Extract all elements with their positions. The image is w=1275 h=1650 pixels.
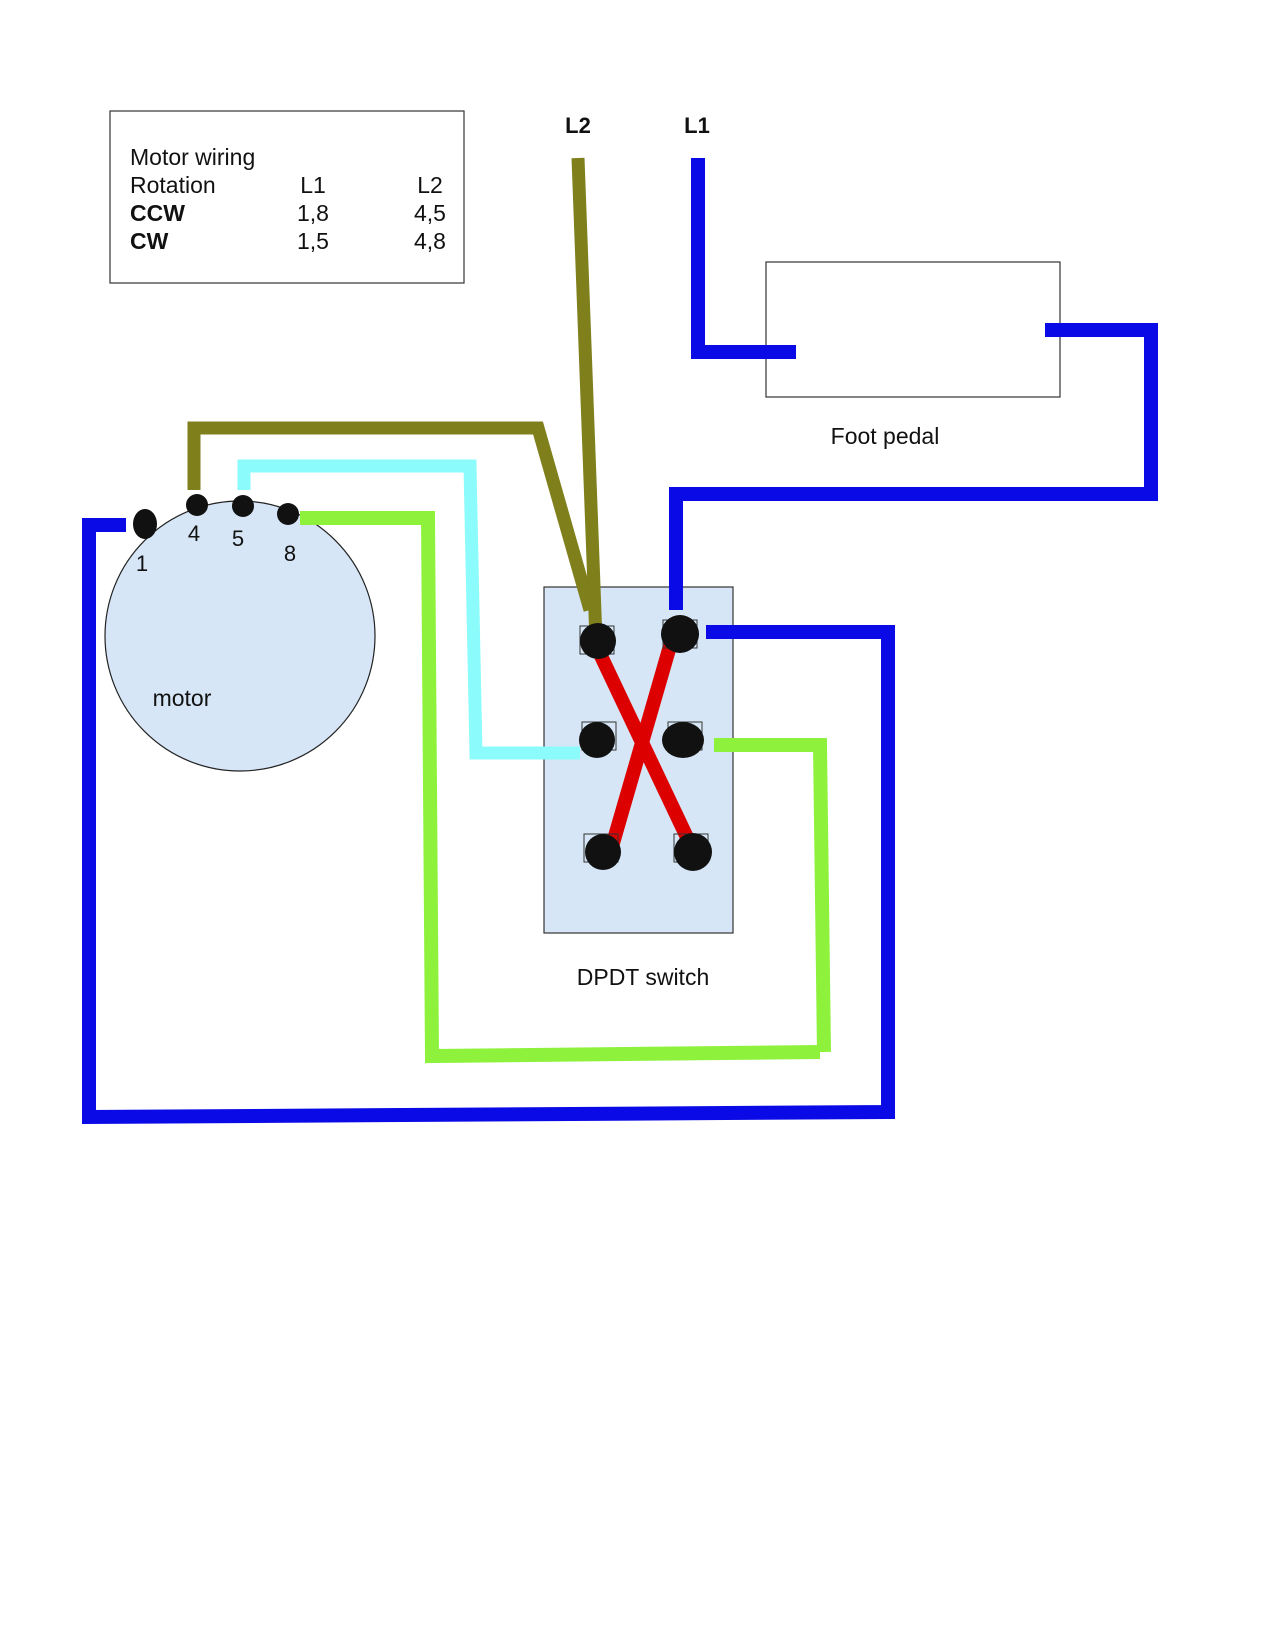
wire-l1-to-pedal [691, 158, 796, 359]
motor-terminals: 1 4 5 8 [133, 494, 299, 576]
motor-terminal-4 [186, 494, 208, 516]
legend-header-rotation: Rotation [130, 172, 216, 198]
foot-pedal-label: Foot pedal [831, 423, 940, 449]
supply-l2-label: L2 [565, 113, 591, 138]
crossover-wire-a [594, 653, 700, 853]
switch-terminals [579, 615, 712, 871]
legend-header-l2: L2 [417, 172, 443, 198]
wire-l2-to-switch [571, 157, 603, 641]
switch-terminal-top-left [580, 623, 616, 659]
switch-terminal-bottom-right [674, 833, 712, 871]
motor-label: motor [153, 685, 212, 711]
motor-terminal-label-4: 4 [188, 521, 200, 546]
switch-terminal-mid-left [579, 722, 615, 758]
motor-terminal-8 [277, 503, 299, 525]
legend-title: Motor wiring [130, 144, 255, 170]
crossover-wire-b [604, 644, 677, 852]
foot-pedal-box [765, 261, 1061, 398]
legend-header-l1: L1 [300, 172, 326, 198]
wire-terminal-4-to-switch [187, 421, 597, 612]
legend-row-cw-l2: 4,8 [414, 228, 446, 254]
wire-pedal-to-switch [669, 323, 1158, 610]
switch-terminal-bottom-left [585, 834, 621, 870]
motor-terminal-label-1: 1 [136, 551, 148, 576]
wire-terminal-5-to-switch [237, 459, 580, 760]
supply-l1-label: L1 [684, 113, 710, 138]
switch-terminal-top-right [661, 615, 699, 653]
legend-row-ccw-l2: 4,5 [414, 200, 446, 226]
legend-row-cw-l1: 1,5 [297, 228, 329, 254]
legend-row-ccw-l1: 1,8 [297, 200, 329, 226]
wire-terminal-8-to-loop [300, 511, 821, 1064]
legend: Motor wiring Rotation L1 L2 CCW 1,8 4,5 … [109, 110, 465, 284]
motor-terminal-1 [133, 509, 157, 539]
motor-terminal-label-8: 8 [284, 541, 296, 566]
legend-row-ccw-rotation: CCW [130, 200, 185, 226]
wire-switch-to-terminal-1 [82, 518, 895, 1125]
motor-terminal-label-5: 5 [232, 526, 244, 551]
switch-terminal-mid-right [662, 722, 704, 758]
dpdt-switch-label: DPDT switch [577, 964, 710, 990]
legend-row-cw-rotation: CW [130, 228, 169, 254]
wire-switch-to-loop [714, 738, 831, 1053]
legend-box [109, 110, 465, 284]
motor-terminal-5 [232, 495, 254, 517]
